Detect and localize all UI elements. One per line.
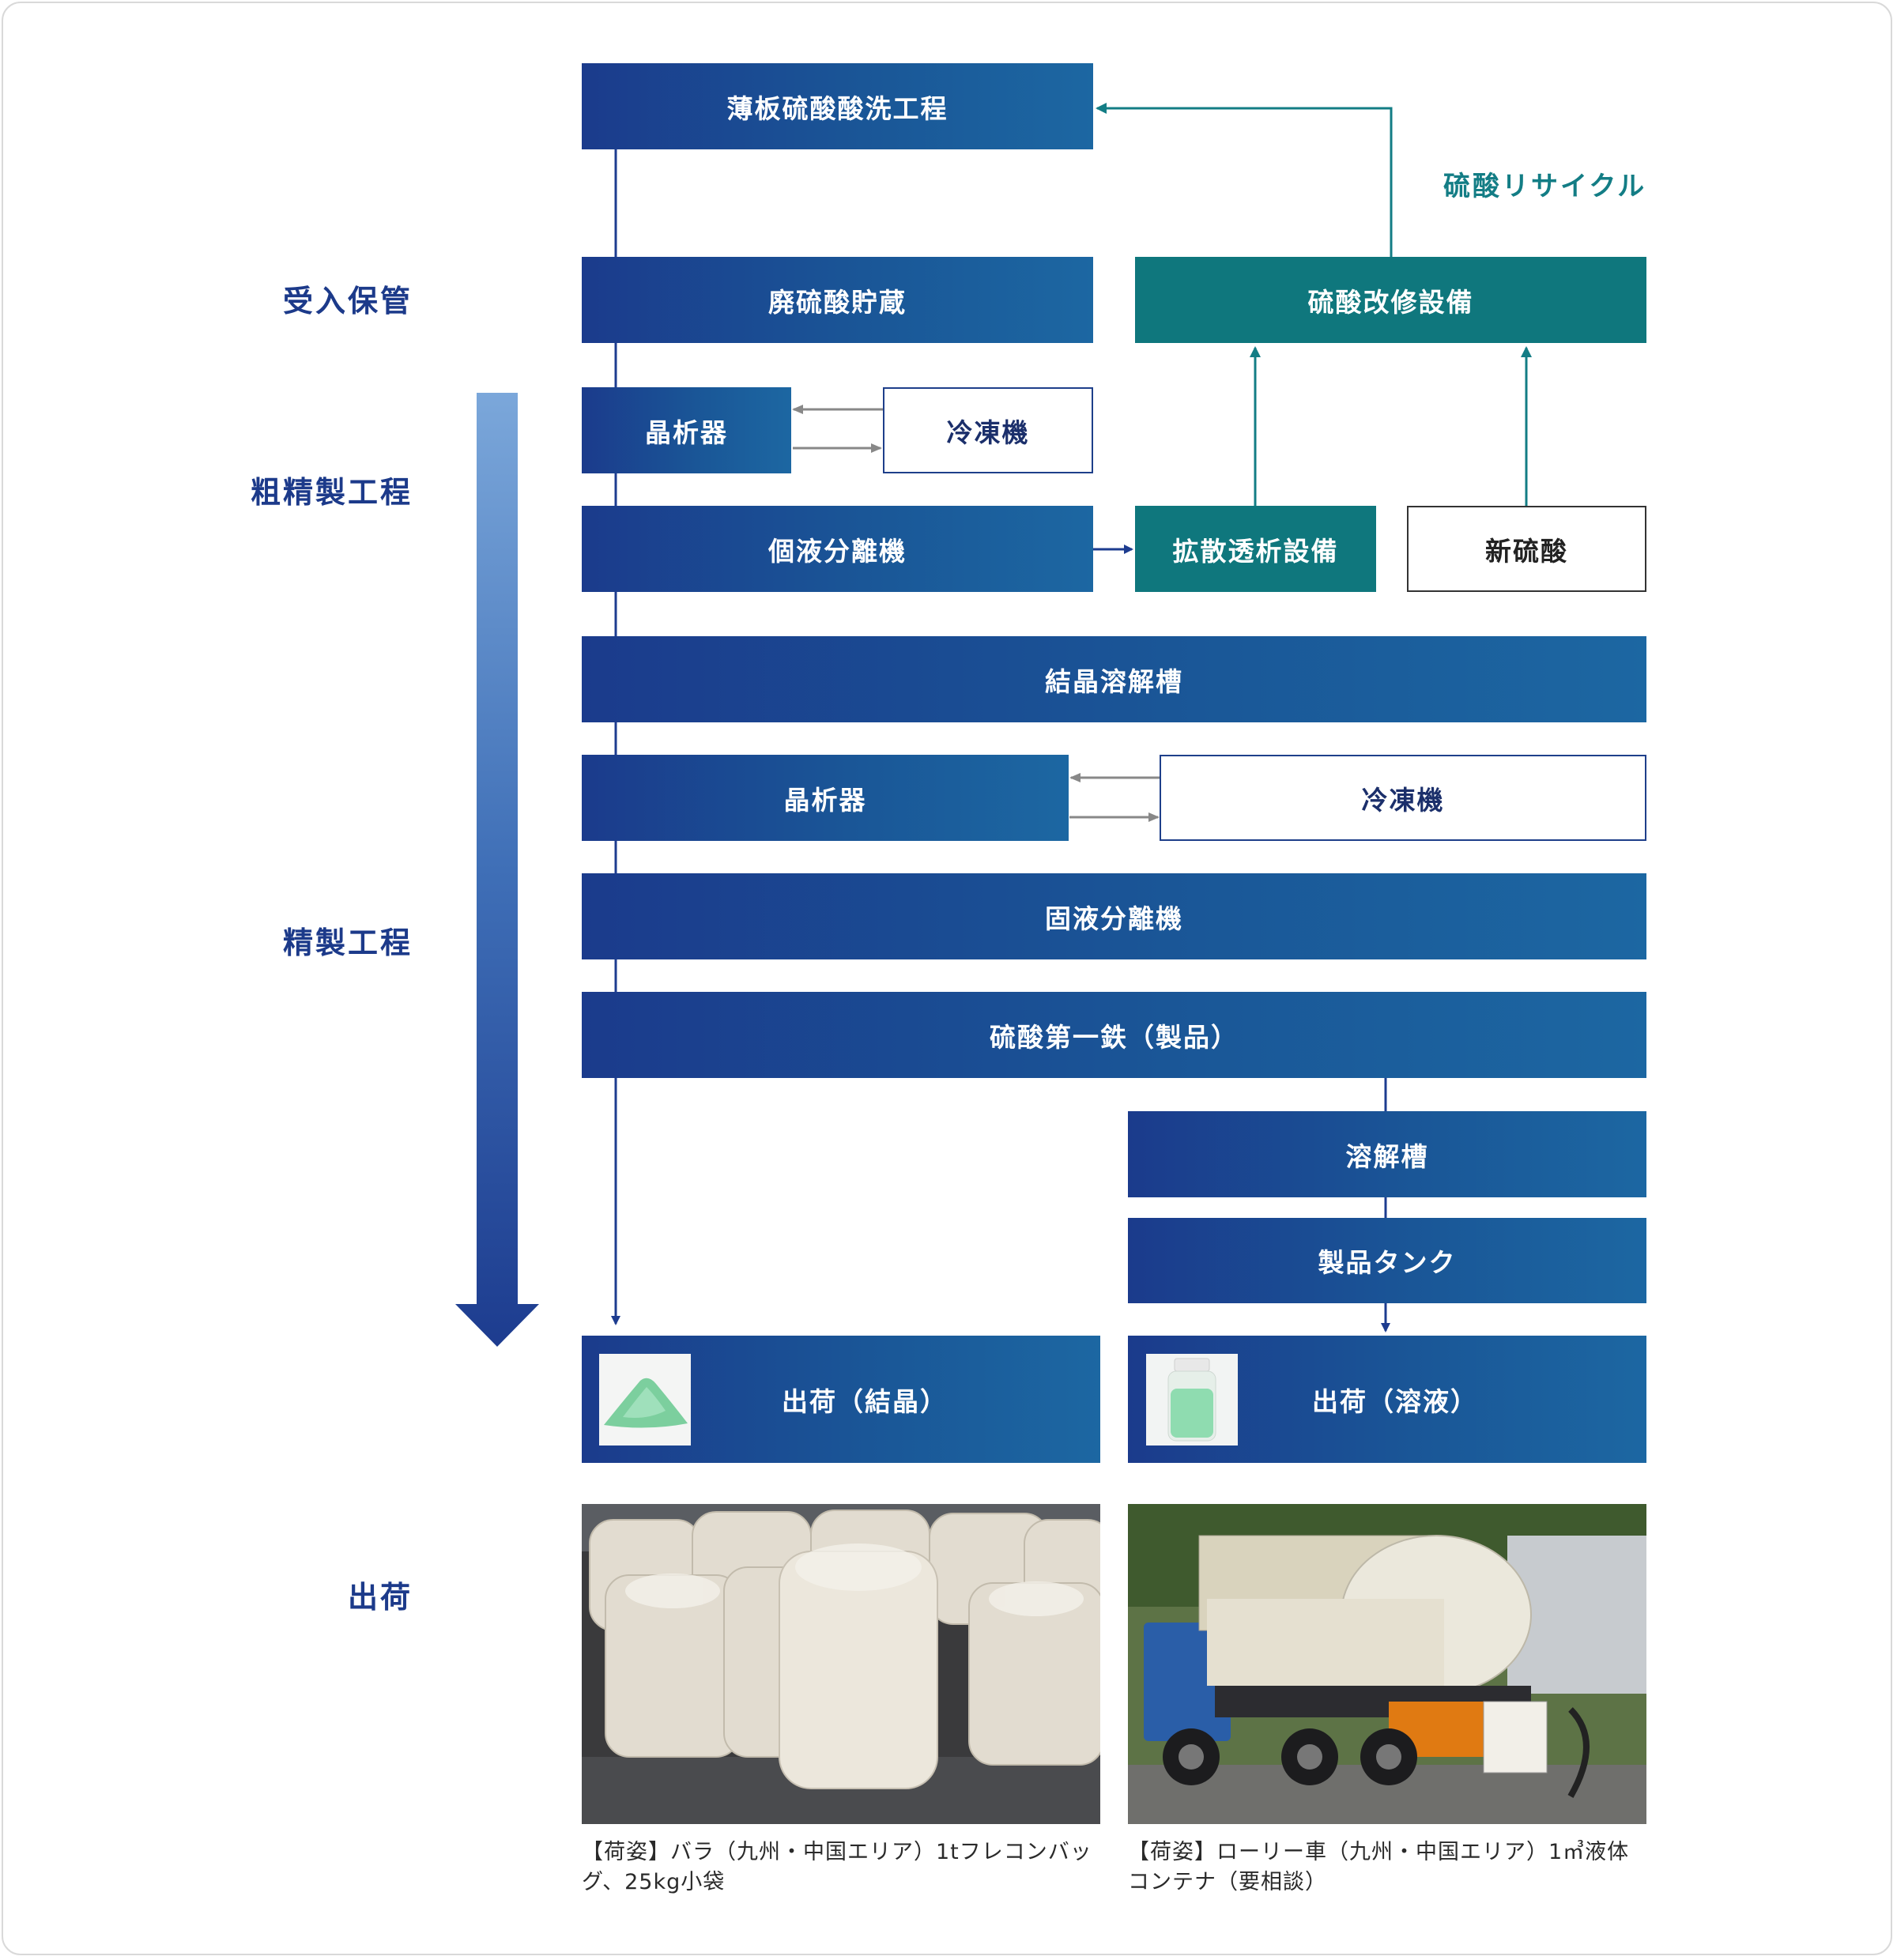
- solution-caption-line2: コンテナ（要相談）: [1128, 1870, 1327, 1894]
- tank-lorry-photo: [1128, 1504, 1646, 1824]
- acid-reform-box: 硫酸改修設備: [1135, 257, 1646, 343]
- separator-2-box: 固液分離機: [582, 873, 1646, 959]
- crystal-caption-line2: グ、25kg小袋: [582, 1870, 726, 1894]
- tank-lorry-image: [1128, 1504, 1646, 1824]
- stage-label-shipping: 出荷: [347, 1580, 413, 1615]
- stage-label-receiving: 受入保管: [282, 284, 413, 318]
- solution-bottle-thumbnail: [1146, 1354, 1238, 1446]
- product-box: 硫酸第一鉄（製品）: [582, 992, 1646, 1078]
- solution-packaging-caption: 【荷姿】ローリー車（九州・中国エリア）1㎥液体 コンテナ（要相談）: [1128, 1838, 1650, 1898]
- flexible-container-bags-photo: [582, 1504, 1100, 1824]
- process-direction-arrow: [455, 393, 539, 1347]
- separator-1-box: 個液分離機: [582, 506, 1093, 592]
- pickling-process-box: 薄板硫酸酸洗工程: [582, 63, 1093, 149]
- new-acid-box: 新硫酸: [1407, 506, 1646, 592]
- stage-label-rough: 粗精製工程: [250, 475, 413, 510]
- product-tank-box: 製品タンク: [1128, 1218, 1646, 1303]
- dissolve-tank-box: 溶解槽: [1128, 1111, 1646, 1197]
- diffusion-dialysis-box: 拡散透析設備: [1135, 506, 1376, 592]
- crystal-dissolve-tank-box: 結晶溶解槽: [582, 636, 1646, 722]
- ship-crystal-label: 出荷（結晶）: [782, 1385, 948, 1417]
- crystallizer-1-box: 晶析器: [582, 387, 791, 473]
- solution-bottle-image: [1146, 1354, 1238, 1446]
- refrigerator-2-box: 冷凍機: [1160, 755, 1646, 841]
- crystal-caption-line1: 【荷姿】バラ（九州・中国エリア）1tフレコンバッ: [582, 1840, 1092, 1864]
- crystal-powder-image: [599, 1354, 691, 1446]
- stage-label-refining: 精製工程: [282, 925, 413, 960]
- refrigerator-1-box: 冷凍機: [883, 387, 1093, 473]
- waste-acid-storage-box: 廃硫酸貯蔵: [582, 257, 1093, 343]
- crystallizer-2-box: 晶析器: [582, 755, 1069, 841]
- recycle-label: 硫酸リサイクル: [1443, 171, 1647, 202]
- recycle-arrow: [1096, 103, 1393, 257]
- solution-caption-line1: 【荷姿】ローリー車（九州・中国エリア）1㎥液体: [1128, 1840, 1630, 1864]
- crystal-packaging-caption: 【荷姿】バラ（九州・中国エリア）1tフレコンバッ グ、25kg小袋: [582, 1838, 1103, 1898]
- crystal-powder-thumbnail: [599, 1354, 691, 1446]
- bags-photo-image: [582, 1504, 1100, 1824]
- ship-solution-label: 出荷（溶液）: [1312, 1385, 1478, 1417]
